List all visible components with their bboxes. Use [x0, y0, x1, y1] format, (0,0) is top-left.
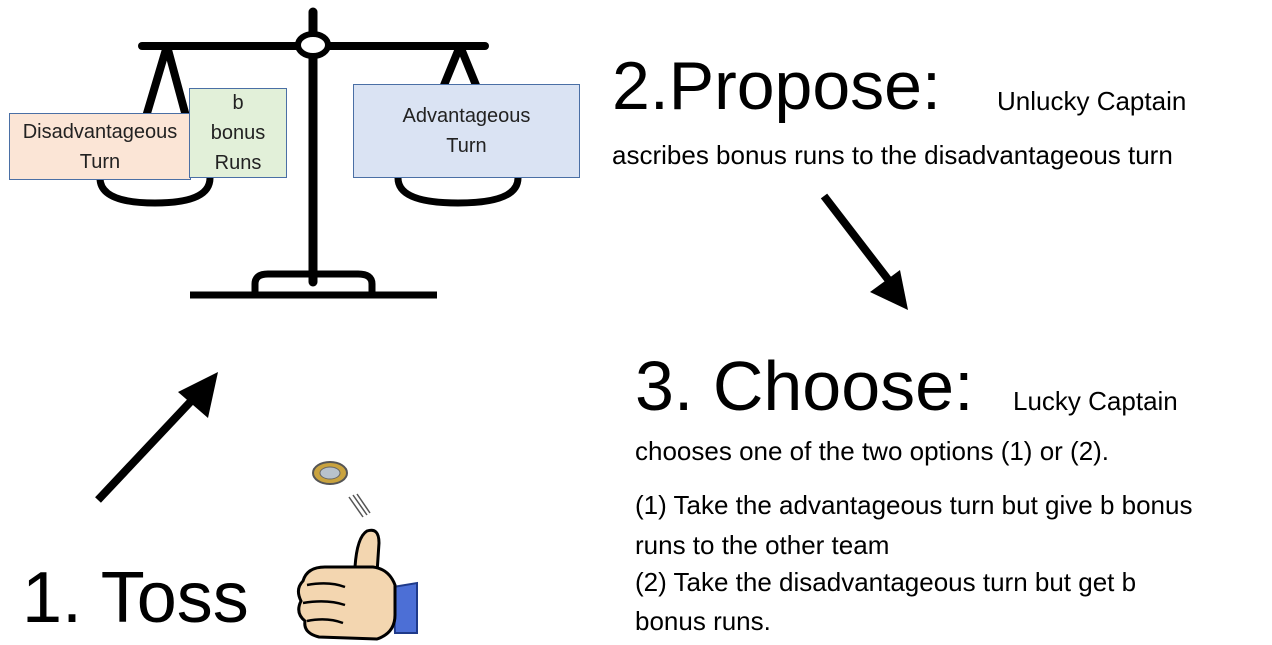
bonus-runs-box: b bonus Runs	[189, 88, 287, 178]
arrow-down-right-icon	[820, 193, 908, 310]
step1-title: 1. Toss	[22, 558, 249, 638]
step3-description: chooses one of the two options (1) or (2…	[635, 436, 1110, 466]
step2-description: ascribes bonus runs to the disadvantageo…	[612, 140, 1173, 170]
option-2-line-2: bonus runs.	[635, 606, 771, 636]
coin-toss-icon	[296, 461, 418, 641]
step3-subtitle: Lucky Captain	[1013, 386, 1178, 416]
option-1-line-1: (1) Take the advantageous turn but give …	[635, 490, 1193, 520]
option-1-line-2: runs to the other team	[635, 530, 890, 560]
step2-subtitle: Unlucky Captain	[997, 86, 1187, 116]
advantageous-turn-box: Advantageous Turn	[353, 84, 580, 178]
step2-title: 2.Propose:	[612, 48, 941, 124]
disadvantageous-turn-box: Disadvantageous Turn	[9, 113, 191, 180]
step3-title: 3. Choose:	[635, 347, 974, 425]
option-2-line-1: (2) Take the disadvantageous turn but ge…	[635, 567, 1137, 597]
arrow-up-right-icon	[95, 372, 218, 503]
